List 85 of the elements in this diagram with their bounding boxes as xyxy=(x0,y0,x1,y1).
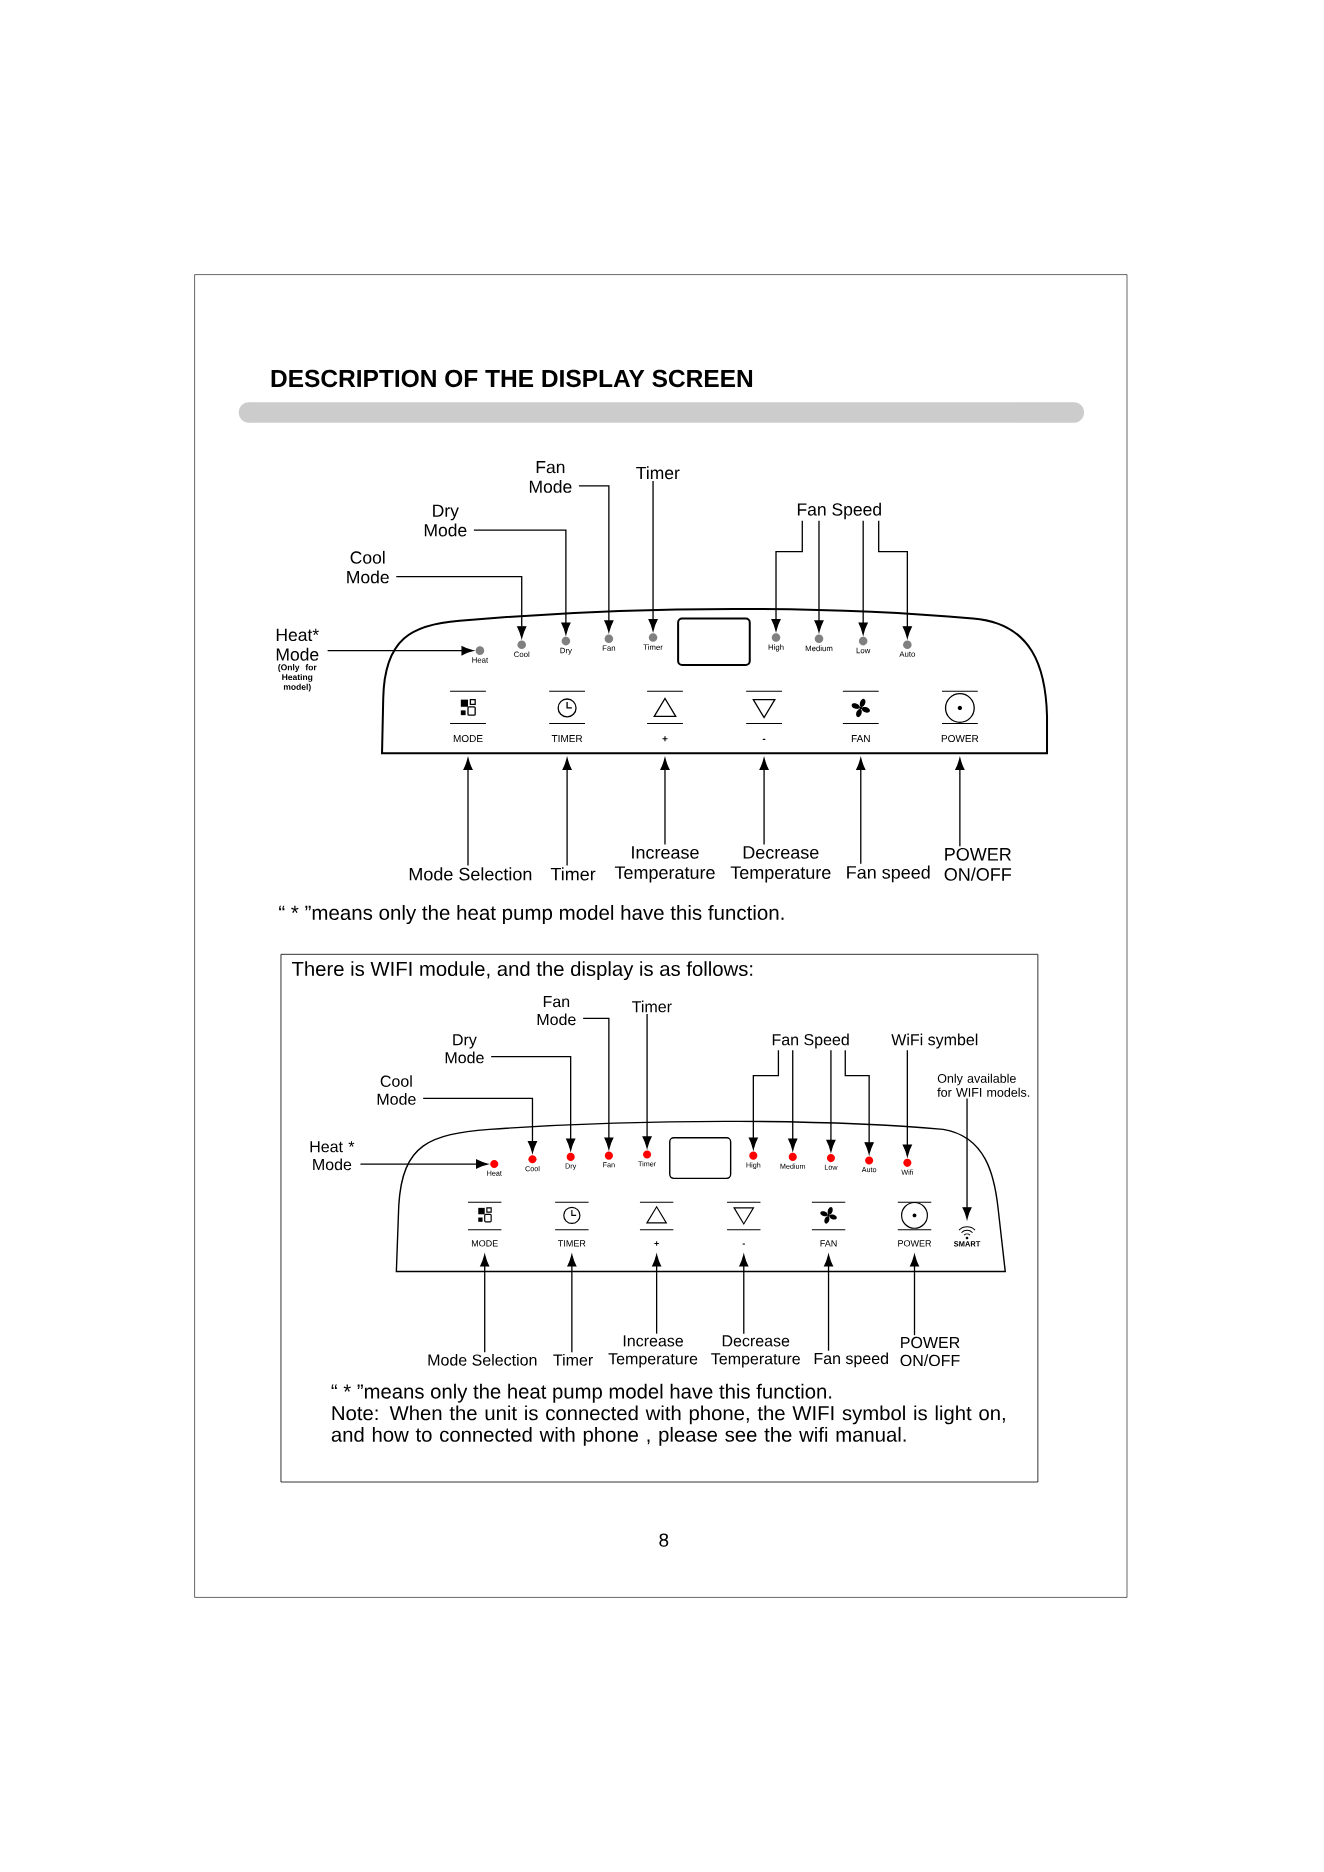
callout-arrow xyxy=(480,1254,490,1353)
callout-arrow xyxy=(824,1254,834,1352)
callout-arrow xyxy=(826,1049,836,1152)
callout-text: Timer xyxy=(632,1000,672,1013)
callout-arrow xyxy=(642,1013,652,1149)
control-button: - xyxy=(726,1201,762,1245)
control-button: - xyxy=(745,690,783,740)
callout-text: Fan speed xyxy=(814,1352,888,1368)
control-button: FAN xyxy=(842,690,880,742)
callout-arrow xyxy=(359,1159,488,1169)
callout-text: Fan speed xyxy=(847,865,930,883)
callout-arrow xyxy=(748,1049,780,1150)
callout-arrow xyxy=(463,758,473,867)
node-label: FAN xyxy=(820,1240,837,1247)
callout-text: Mode Selection xyxy=(409,867,532,881)
callout-text: POWER ON/OFF xyxy=(944,847,1012,881)
title: DESCRIPTION OF THE DISPLAY SCREEN xyxy=(271,369,753,388)
callout-text: Timer xyxy=(553,1353,593,1366)
callout-text: Cool Mode xyxy=(347,550,389,584)
callout-arrow xyxy=(858,520,868,635)
callout-arrow xyxy=(582,1017,614,1150)
node-label: - xyxy=(742,1243,745,1245)
callout-arrow xyxy=(739,1254,749,1335)
node-label: + xyxy=(662,736,668,742)
callout-text: Increase Temperature xyxy=(608,1335,698,1368)
callout-arrow xyxy=(771,520,803,631)
callout-arrow xyxy=(395,576,527,639)
control-button: TIMER xyxy=(548,690,586,742)
control-button: + xyxy=(639,1201,674,1246)
callout-text: Fan Mode xyxy=(529,461,572,493)
node-label: TIMER xyxy=(558,1240,586,1247)
callout-arrow xyxy=(490,1055,576,1151)
control-button: MODE xyxy=(449,690,487,743)
callout-text: Dry Mode xyxy=(424,504,467,537)
control-button: POWER xyxy=(897,1201,932,1247)
node-label: MODE xyxy=(453,735,483,743)
callout-text: Heat * Mode xyxy=(310,1141,355,1171)
callout-text: Decrease Temperature xyxy=(711,1335,800,1368)
control-button: + xyxy=(646,690,684,742)
control-button: POWER xyxy=(941,690,979,743)
node-label: MODE xyxy=(471,1240,498,1247)
callout-arrow xyxy=(844,1049,874,1155)
callout-text: Cool Mode xyxy=(377,1075,416,1105)
callout-arrow xyxy=(327,646,474,656)
callout-arrow xyxy=(878,520,912,639)
callout-arrow xyxy=(759,758,769,846)
control-button: TIMER xyxy=(554,1201,590,1247)
control-button: MODE xyxy=(467,1201,502,1247)
node-label: FAN xyxy=(851,735,870,742)
callout-text: Fan Speed xyxy=(797,502,881,520)
callout-arrow xyxy=(856,758,866,865)
node-label: POWER xyxy=(898,1240,932,1247)
callout-text: POWER ON/OFF xyxy=(900,1336,960,1367)
callout-arrow xyxy=(814,520,824,633)
callout-text: Increase Temperature xyxy=(614,846,715,883)
callout-text: Fan Mode xyxy=(537,996,576,1026)
callout-arrow xyxy=(562,758,572,867)
callout-text: Timer xyxy=(636,466,680,480)
callout-arrow xyxy=(652,1254,662,1335)
callout-arrow xyxy=(422,1097,537,1153)
callout-arrow xyxy=(473,529,571,635)
callout-text: Dry Mode xyxy=(445,1034,484,1064)
callout-text: Fan Speed xyxy=(772,1033,849,1049)
callout-arrow xyxy=(788,1049,798,1151)
page-number: 8 xyxy=(659,1533,669,1547)
node-label: POWER xyxy=(941,735,979,743)
callout-text: WiFi symbel xyxy=(891,1033,978,1049)
callout-arrow xyxy=(578,485,614,633)
node-label: TIMER xyxy=(551,735,583,742)
control-button: FAN xyxy=(811,1201,846,1247)
callout-text: Timer xyxy=(550,867,596,881)
callout-text: Heat* Mode (Only for Heating model) xyxy=(276,628,319,692)
footnote: “ * ”means only the heat pump model have this function. xyxy=(279,904,784,925)
callout-text: Only available for WIFI models. xyxy=(937,1073,1030,1097)
callout-text: Decrease Temperature xyxy=(730,846,831,883)
callout-arrow xyxy=(955,758,965,847)
callout-arrow xyxy=(660,758,670,846)
callout-arrow xyxy=(902,1049,912,1157)
callout-arrow xyxy=(962,1097,972,1219)
callout-arrow xyxy=(648,480,658,631)
node-label: + xyxy=(654,1241,659,1246)
callout-arrow xyxy=(567,1254,577,1353)
callout-text: Mode Selection xyxy=(428,1353,537,1366)
callout-arrow xyxy=(909,1254,920,1336)
node-label: - xyxy=(762,738,766,741)
